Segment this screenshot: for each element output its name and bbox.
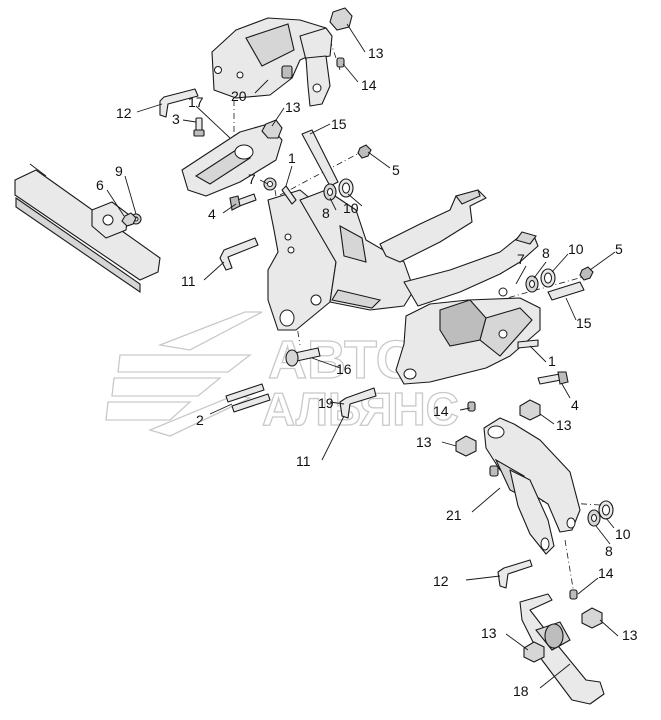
callout-8: 8 <box>605 543 613 559</box>
link-15-upper <box>301 129 339 187</box>
pin-11-left <box>219 237 259 271</box>
watermark-line2: АЛЬЯНС <box>262 383 459 435</box>
nut-13-bottom-right <box>581 607 603 629</box>
callout-4: 4 <box>208 206 216 222</box>
callout-17: 17 <box>188 94 204 110</box>
callout-13: 13 <box>481 625 497 641</box>
callout-14: 14 <box>433 403 449 419</box>
bolts-2 <box>225 383 271 413</box>
lower-bracket-21 <box>483 417 581 555</box>
nut-6 <box>121 212 137 227</box>
callout-13: 13 <box>556 417 572 433</box>
nut-13-mid <box>455 435 477 457</box>
callout-13: 13 <box>622 627 638 643</box>
mounting-block-17 <box>181 119 283 197</box>
callout-18: 18 <box>513 683 529 699</box>
washer-10-lower <box>598 500 614 520</box>
callout-15: 15 <box>331 116 347 132</box>
washer-8-upper <box>323 183 337 201</box>
callouts: 13 14 20 12 17 3 13 15 9 6 1 5 7 8 10 4 … <box>96 45 638 699</box>
grease-nipple-14-top <box>336 57 345 68</box>
bolt-4-right <box>537 371 569 385</box>
callout-12: 12 <box>116 105 132 121</box>
callout-7: 7 <box>517 251 525 267</box>
nut-13-bottom-left <box>523 641 545 663</box>
nut-5-right <box>579 266 594 281</box>
bolt-4-left <box>229 193 257 211</box>
callout-11: 11 <box>181 273 196 289</box>
callout-14: 14 <box>361 77 377 93</box>
callout-21: 21 <box>446 507 462 523</box>
callout-19: 19 <box>318 395 334 411</box>
pin-12-lower <box>497 559 533 589</box>
pin-12-upper <box>159 88 199 118</box>
callout-1: 1 <box>548 353 556 369</box>
callout-1: 1 <box>288 150 296 166</box>
callout-2: 2 <box>196 412 204 428</box>
callout-16: 16 <box>336 361 352 377</box>
callout-7: 7 <box>248 171 256 187</box>
bolt-3 <box>193 117 205 137</box>
callout-5: 5 <box>615 241 623 257</box>
callout-15: 15 <box>576 315 592 331</box>
callout-13: 13 <box>416 434 432 450</box>
callout-12: 12 <box>433 573 449 589</box>
washer-10-right <box>540 268 556 288</box>
callout-4: 4 <box>571 397 579 413</box>
callout-5: 5 <box>392 162 400 178</box>
lower-link-18 <box>519 593 605 705</box>
left-frame-rail <box>14 163 161 294</box>
callout-20: 20 <box>231 88 247 104</box>
callout-11: 11 <box>296 453 311 469</box>
callout-10: 10 <box>615 526 631 542</box>
washer-7-left <box>263 177 277 191</box>
callout-8: 8 <box>322 205 330 221</box>
pin-16 <box>285 347 321 367</box>
callout-9: 9 <box>115 163 123 179</box>
callout-13: 13 <box>368 45 384 61</box>
link-15-right <box>547 281 585 301</box>
nut-5-upper <box>357 144 372 159</box>
pin-19 <box>339 387 377 419</box>
grease-nipple-14-lower <box>569 589 578 600</box>
callout-14: 14 <box>598 565 614 581</box>
callout-8: 8 <box>542 245 550 261</box>
callout-10: 10 <box>343 200 359 216</box>
watermark-logo <box>105 311 263 437</box>
callout-13: 13 <box>285 99 301 115</box>
washer-8-right <box>525 275 539 293</box>
washer-8-lower <box>587 509 601 527</box>
bolt-1-left <box>281 185 297 205</box>
main-frame <box>267 189 541 385</box>
callout-10: 10 <box>568 241 584 257</box>
leader-lines <box>106 23 619 689</box>
bolt-1-right <box>517 339 539 349</box>
washer-10-upper <box>338 178 354 198</box>
upper-bracket-20 <box>211 17 333 107</box>
nut-13-right <box>519 399 541 421</box>
callout-6: 6 <box>96 177 104 193</box>
callout-3: 3 <box>172 111 180 127</box>
grease-nipple-14-mid <box>467 401 476 412</box>
